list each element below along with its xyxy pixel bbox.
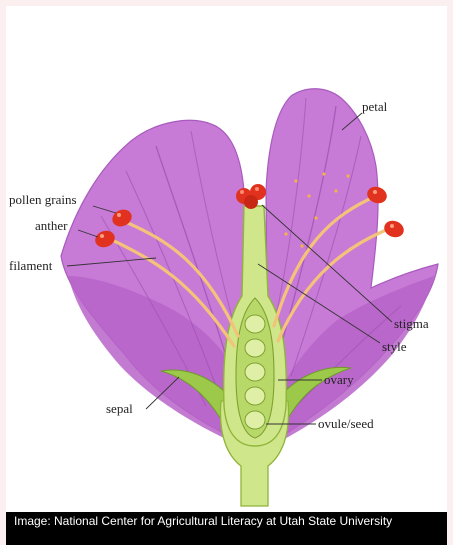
- label-petal: petal: [362, 99, 388, 114]
- anther-right-lower: [382, 218, 406, 240]
- label-style: style: [382, 339, 407, 354]
- label-anther: anther: [35, 218, 68, 233]
- image-credit-caption: Image: National Center for Agricultural …: [6, 512, 447, 545]
- label-pollen-grains: pollen grains: [9, 192, 77, 207]
- label-sepal: sepal: [106, 401, 133, 416]
- label-ovule-seed: ovule/seed: [318, 416, 374, 431]
- flower-diagram: petal pollen grains anther filament stig…: [6, 6, 447, 512]
- label-stigma: stigma: [394, 316, 429, 331]
- diagram-panel: petal pollen grains anther filament stig…: [6, 6, 447, 512]
- label-filament: filament: [9, 258, 53, 273]
- label-ovary: ovary: [324, 372, 354, 387]
